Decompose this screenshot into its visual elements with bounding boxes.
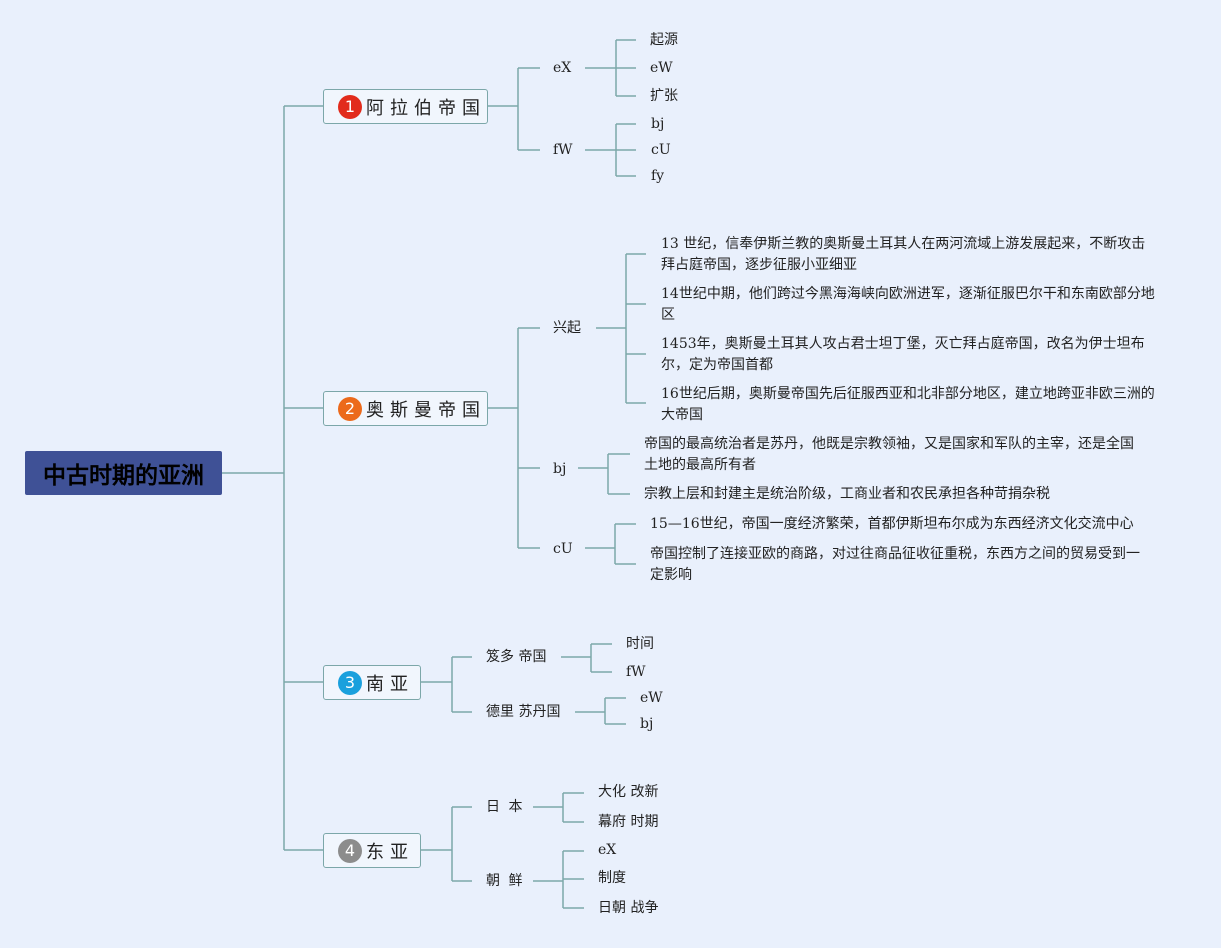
branch-label: 阿拉伯帝国 [366,97,486,119]
leaf-time[interactable]: 时间 [626,636,654,652]
leaf-ew[interactable]: eW [650,60,673,76]
subtopic-delhi[interactable]: 德里 苏丹国 [486,704,561,720]
leaf-origin[interactable]: 起源 [650,32,678,48]
leaf-fw[interactable]: fW [626,664,646,680]
leaf-japan-korea-war[interactable]: 日朝 战争 [598,900,659,916]
branch-east-asia[interactable]: 4 东亚 [323,833,421,868]
branch-ottoman-empire[interactable]: 2 奥斯曼帝国 [323,391,488,426]
subtopic-cu[interactable]: cU [553,541,573,557]
leaf-rise-4[interactable]: 16世纪后期，奥斯曼帝国先后征服西亚和北非部分地区，建立地跨亚非欧三洲的大帝国 [661,386,1155,423]
subtopic-fw[interactable]: fW [553,142,573,158]
subtopic-bj[interactable]: bj [553,461,567,477]
branch-label: 奥斯曼帝国 [366,399,486,421]
leaf-cu[interactable]: cU [651,142,671,158]
leaf-bj-1[interactable]: 帝国的最高统治者是苏丹，他既是宗教领袖，又是国家和军队的主宰，还是全国土地的最高… [644,436,1134,473]
leaf-bj[interactable]: bj [640,716,654,732]
subtopic-korea[interactable]: 朝 鲜 [486,873,525,889]
number-3-icon: 3 [338,670,362,695]
leaf-ex[interactable]: eX [598,842,617,858]
subtopic-ex[interactable]: eX [553,60,572,76]
root-topic[interactable]: 中古时期的亚洲 [25,451,222,495]
subtopic-japan[interactable]: 日 本 [486,799,525,815]
leaf-fy[interactable]: fy [651,168,665,184]
number-2-icon: 2 [338,396,362,421]
leaf-cu-1[interactable]: 15—16世纪，帝国一度经济繁荣，首都伊斯坦布尔成为东西经济文化交流中心 [650,516,1134,532]
root-topic-label: 中古时期的亚洲 [43,463,204,489]
branch-south-asia[interactable]: 3 南亚 [323,665,421,700]
leaf-rise-2[interactable]: 14世纪中期，他们跨过今黑海海峡向欧洲进军，逐渐征服巴尔干和东南欧部分地区 [661,286,1155,323]
leaf-expansion[interactable]: 扩张 [650,88,678,104]
leaf-system[interactable]: 制度 [598,870,626,886]
leaf-bj[interactable]: bj [651,116,665,132]
leaf-rise-3[interactable]: 1453年，奥斯曼土耳其人攻占君士坦丁堡，灭亡拜占庭帝国，改名为伊士坦布尔，定为… [661,336,1145,373]
number-4-icon: 4 [338,838,362,863]
number-1-icon: 1 [338,94,362,119]
leaf-bj-2[interactable]: 宗教上层和封建主是统治阶级，工商业者和农民承担各种苛捐杂税 [644,486,1050,502]
leaf-shogunate[interactable]: 幕府 时期 [598,814,659,830]
branch-arab-empire[interactable]: 1 阿拉伯帝国 [323,89,488,124]
branch-label: 南亚 [366,673,414,695]
leaf-taika-reform[interactable]: 大化 改新 [598,784,659,800]
leaf-ew[interactable]: eW [640,690,663,706]
leaf-cu-2[interactable]: 帝国控制了连接亚欧的商路，对过往商品征收征重税，东西方之间的贸易受到一定影响 [650,546,1140,583]
leaf-rise-1[interactable]: 13 世纪，信奉伊斯兰教的奥斯曼土耳其人在两河流域上游发展起来，不断攻击拜占庭帝… [661,236,1146,273]
subtopic-gupta[interactable]: 笈多 帝国 [486,649,547,665]
branch-label: 东亚 [366,841,414,863]
subtopic-rise[interactable]: 兴起 [553,320,581,336]
